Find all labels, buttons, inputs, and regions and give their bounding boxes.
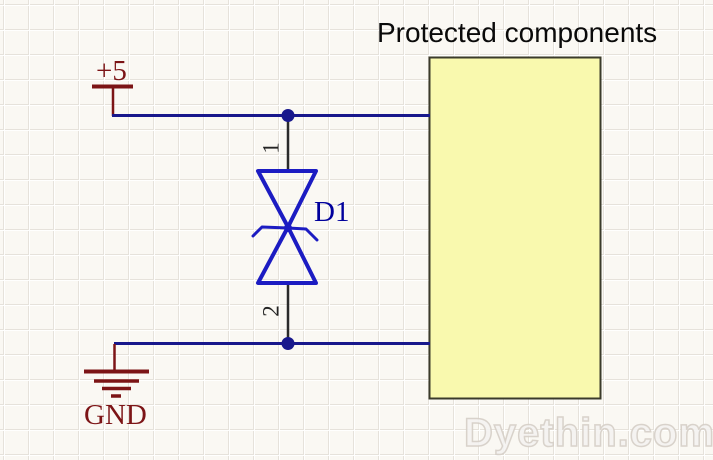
- watermark: Dyethin.com: [463, 410, 713, 456]
- diode-center-dot: [284, 224, 292, 232]
- vcc-symbol: [92, 84, 133, 116]
- protected-components-title: Protected components: [377, 17, 658, 48]
- diode-pin2-number: 2: [258, 305, 284, 317]
- junction-dot-top: [281, 109, 295, 122]
- gnd-label: GND: [84, 399, 147, 431]
- diode-triangle-bottom: [256, 225, 318, 285]
- junction-dot-bottom: [281, 337, 295, 350]
- protected-components-box: [428, 56, 602, 400]
- diode-pin1-number: 1: [258, 142, 284, 154]
- tvs-diode-symbol: [251, 169, 319, 285]
- diode-designator: D1: [314, 196, 350, 228]
- gnd-symbol: [84, 344, 149, 398]
- vcc-label: +5: [96, 55, 127, 87]
- diode-triangle-top: [256, 169, 318, 229]
